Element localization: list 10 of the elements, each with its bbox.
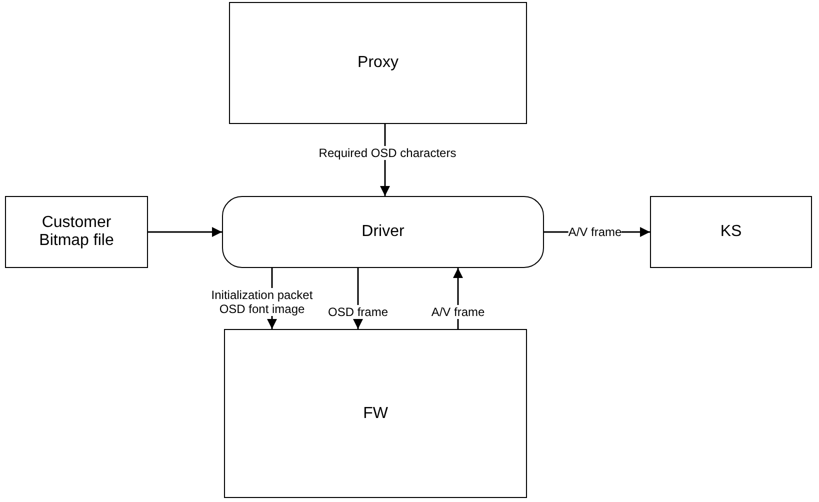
process-box: KS: [650, 196, 812, 268]
edge-label: Required OSD characters: [318, 146, 456, 160]
process-box: Proxy: [229, 2, 527, 124]
process-box: Customer Bitmap file: [5, 196, 148, 268]
process-box: FW: [224, 329, 527, 498]
edge-label: A/V frame: [431, 305, 485, 319]
rounded-process-box: Driver: [222, 196, 544, 268]
arrow: [148, 227, 222, 237]
edge-label: OSD frame: [328, 305, 388, 319]
edge-label: A/V frame: [568, 225, 622, 239]
